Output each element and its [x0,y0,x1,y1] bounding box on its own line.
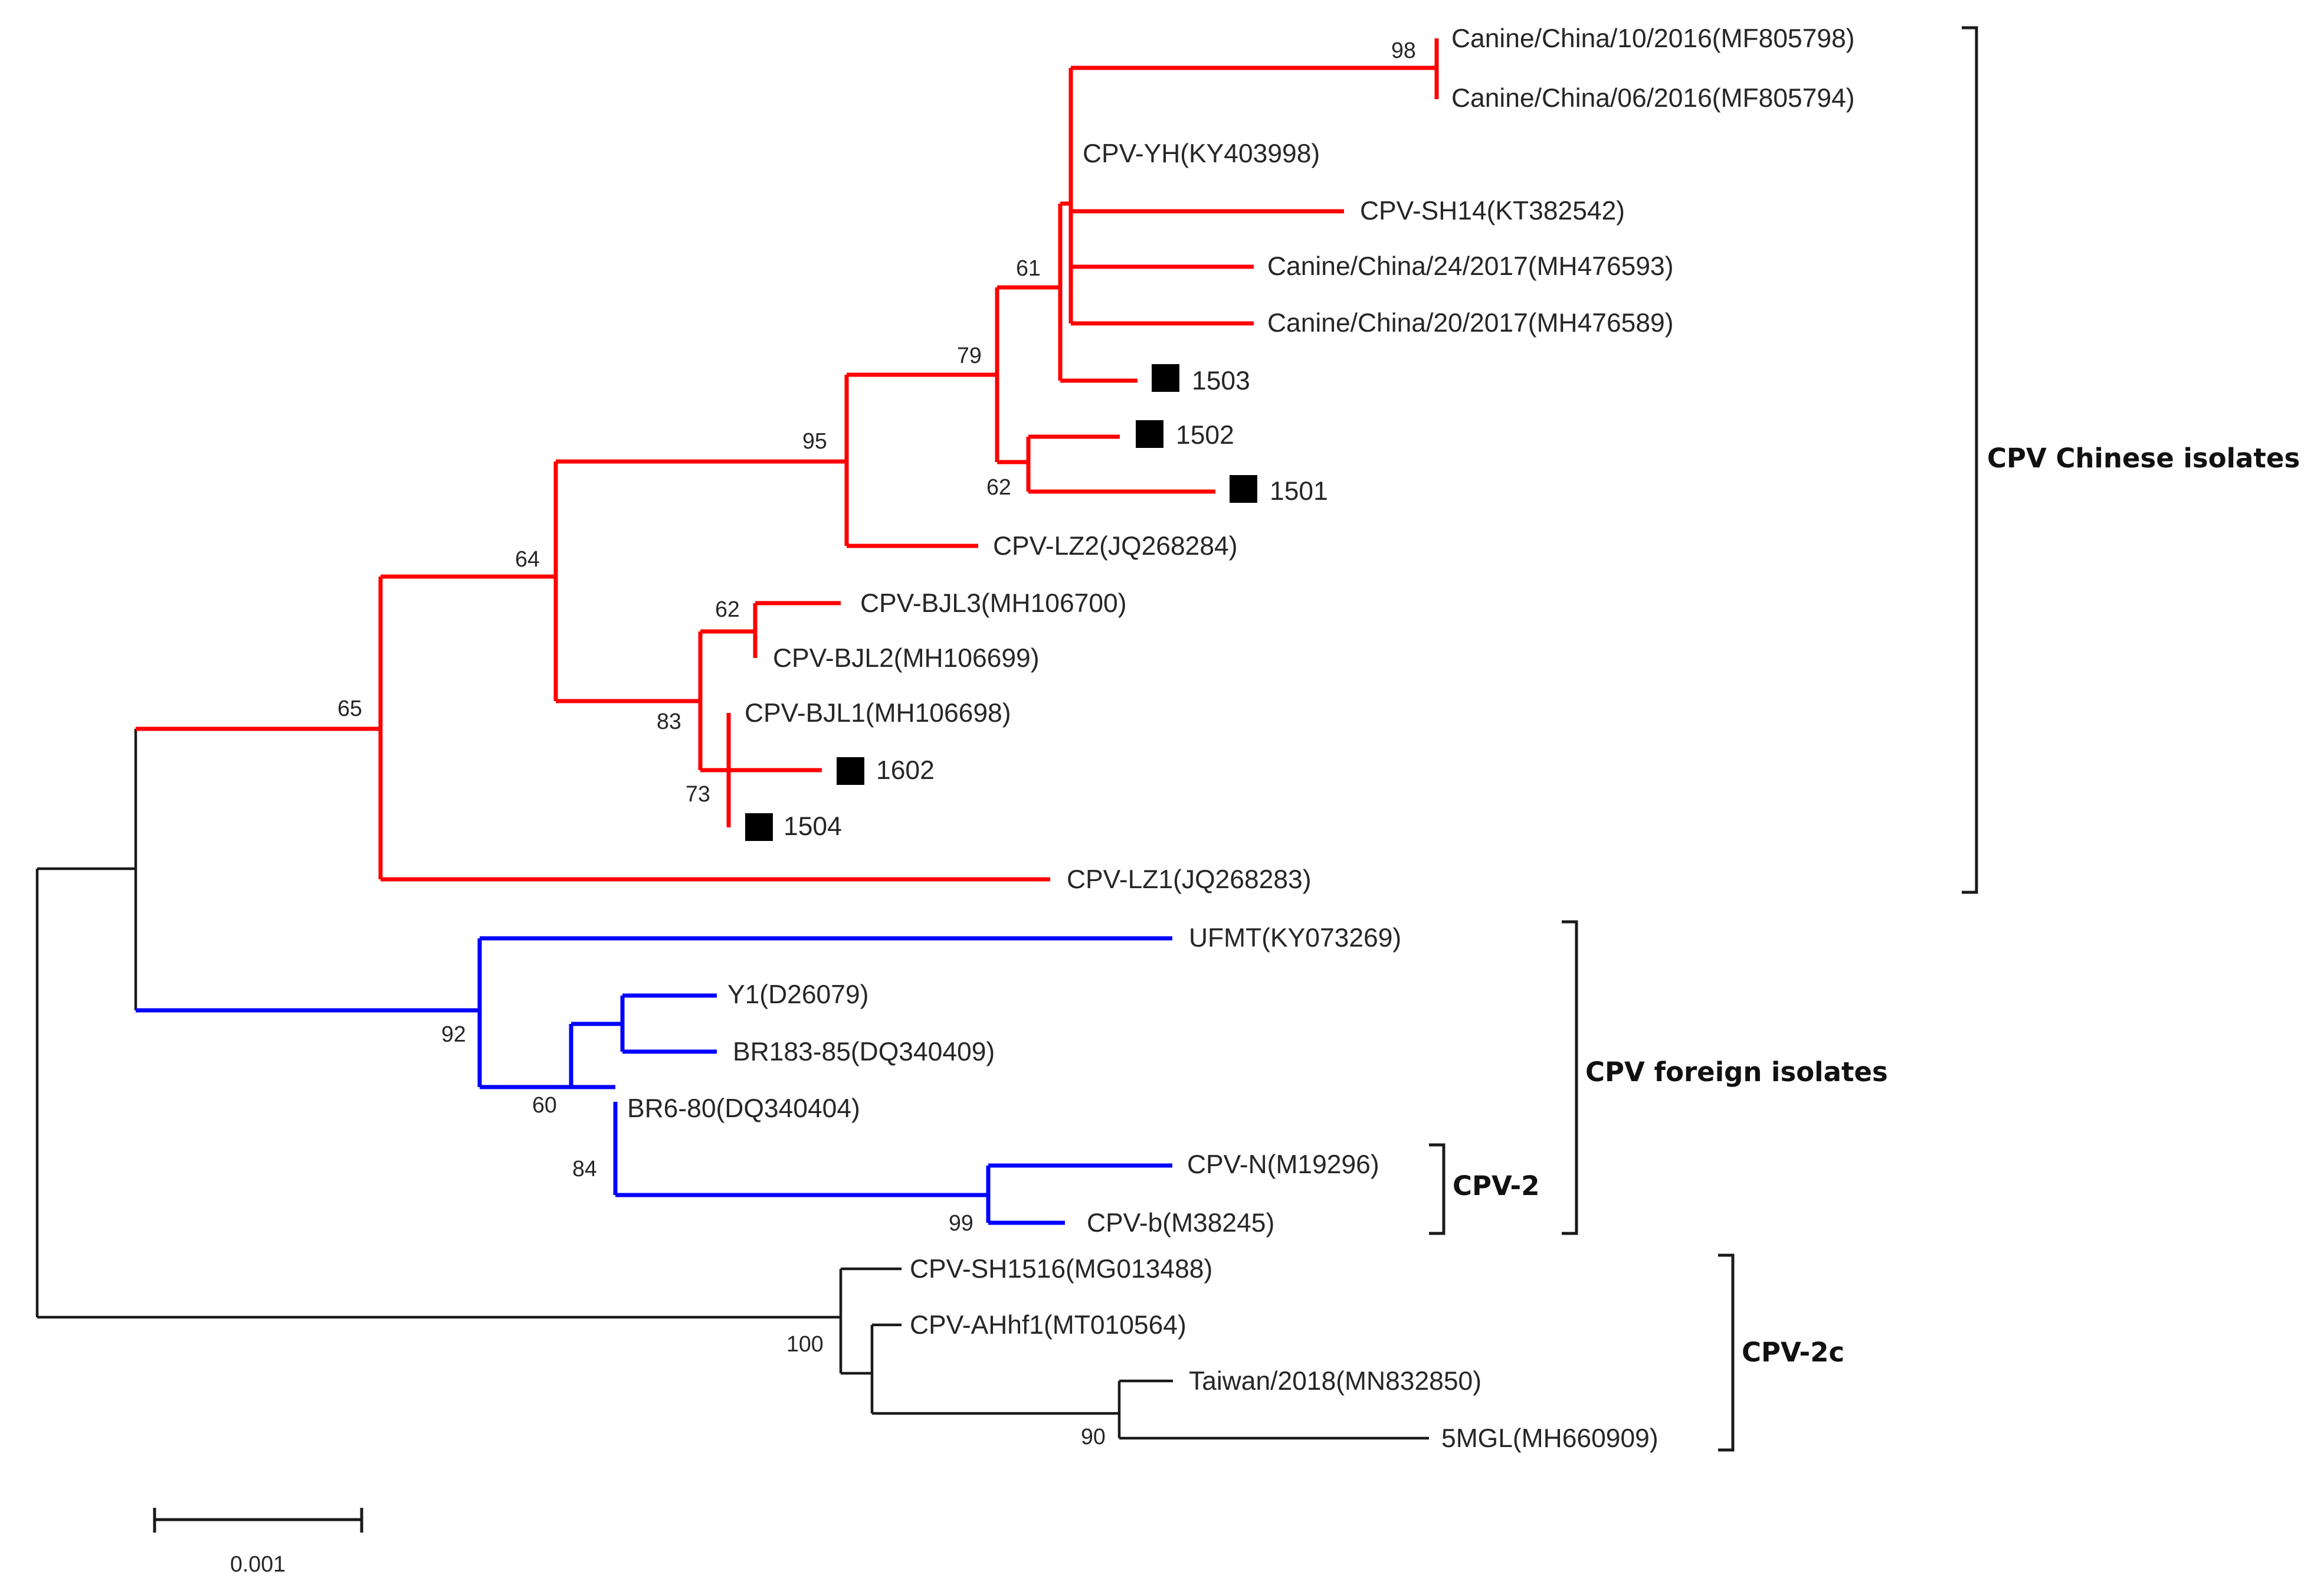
marker-square-1501 [1230,475,1257,503]
group-label-cpv2c: CPV-2c [1742,1337,1844,1368]
root-branches [35,729,1429,1440]
tip-label: 1504 [784,812,842,841]
tip-label: Canine/China/06/2016(MF805794) [1451,84,1855,113]
bracket-chinese-isolates [1962,26,1978,894]
tip-label: CPV-YH(KY403998) [1083,139,1320,168]
bootstrap-value: 65 [337,696,362,721]
scale-bar-label: 0.001 [230,1551,286,1576]
tip-label: 1501 [1270,477,1328,506]
bracket-cpv2 [1429,1143,1445,1235]
tip-label: UFMT(KY073269) [1189,924,1401,952]
bootstrap-value: 64 [515,546,540,571]
group-labels: CPV Chinese isolates CPV foreign isolate… [1453,443,2300,1368]
tip-labels: Canine/China/10/2016(MF805798) Canine/Ch… [627,24,1855,1453]
bootstrap-value: 95 [802,428,827,453]
bootstrap-value: 62 [986,474,1011,499]
tip-label: 5MGL(MH660909) [1441,1424,1658,1453]
tip-label: Taiwan/2018(MN832850) [1189,1367,1481,1396]
tip-label: CPV-LZ1(JQ268283) [1067,865,1312,894]
group-label-cpv2: CPV-2 [1453,1170,1540,1202]
tip-label: CPV-BJL3(MH106700) [860,589,1127,618]
bootstrap-value: 60 [532,1092,557,1117]
tip-label: CPV-BJL2(MH106699) [773,644,1040,673]
bootstrap-value: 100 [786,1331,824,1356]
marker-square-1503 [1152,364,1179,392]
scale-bar: 0.001 [153,1508,363,1576]
bootstrap-value: 92 [441,1022,466,1046]
tip-label: Canine/China/10/2016(MF805798) [1451,24,1855,53]
bootstrap-value: 90 [1081,1424,1106,1449]
tip-label: Canine/China/24/2017(MH476593) [1267,252,1674,281]
group-brackets [1429,26,1978,1452]
marker-square-1602 [837,757,864,785]
bootstrap-value: 61 [1016,256,1041,280]
sample-markers [745,364,1257,841]
bracket-foreign-isolates [1562,920,1578,1235]
tip-label: CPV-SH1516(MG013488) [910,1255,1212,1284]
tip-label: Canine/China/20/2017(MH476589) [1267,309,1674,338]
marker-square-1502 [1136,420,1163,448]
tip-label: BR6-80(DQ340404) [627,1094,860,1123]
tip-label: BR183-85(DQ340409) [733,1037,995,1066]
tip-label: CPV-N(M19296) [1187,1150,1379,1179]
tip-label: CPV-b(M38245) [1087,1209,1274,1238]
bootstrap-value: 73 [686,781,710,806]
bootstrap-value: 79 [957,343,982,368]
bootstrap-value: 98 [1391,38,1416,63]
bootstrap-value: 99 [949,1210,973,1235]
bootstrap-value: 62 [715,597,740,621]
foreign-clade-branches [136,936,1172,1225]
tip-label: 1602 [876,756,935,785]
tip-label: 1502 [1176,421,1234,450]
group-label-foreign: CPV foreign isolates [1585,1056,1888,1088]
tip-label: CPV-BJL1(MH106698) [745,699,1011,728]
bootstrap-labels: 98 61 79 95 62 64 62 83 73 65 92 60 84 9… [337,38,1416,1449]
tip-label: CPV-LZ2(JQ268284) [993,532,1238,561]
bootstrap-value: 83 [657,709,681,734]
group-label-chinese: CPV Chinese isolates [1987,443,2300,474]
bootstrap-value: 84 [572,1156,597,1181]
tip-label: CPV-SH14(KT382542) [1360,197,1625,225]
bracket-cpv2c [1718,1253,1735,1452]
marker-square-1504 [745,813,773,841]
tip-label: Y1(D26079) [727,980,868,1009]
tip-label: 1503 [1192,366,1250,395]
tip-label: CPV-AHhf1(MT010564) [910,1311,1186,1340]
chinese-clade-branches [136,38,1439,882]
